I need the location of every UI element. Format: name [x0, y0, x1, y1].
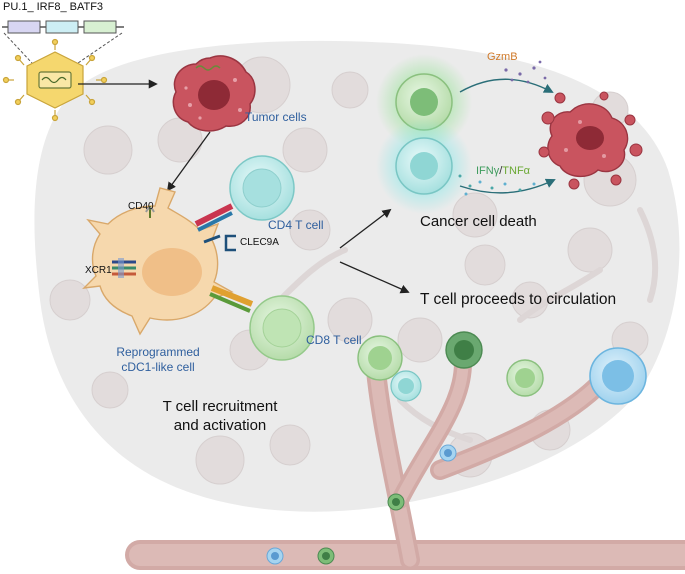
recruitment-label: T cell recruitment and activation [140, 397, 300, 435]
circulating-cells [266, 331, 647, 565]
effector-cd4-cell [376, 118, 472, 214]
gzmb-label: GzmB [487, 51, 518, 63]
dc-label: Reprogrammed cDC1-like cell [103, 345, 213, 375]
tnf-label: TNFα [502, 165, 531, 177]
gene-construct [2, 20, 124, 64]
clec9a-label: CLEC9A [240, 237, 279, 248]
xcr1-label: XCR1 [85, 265, 112, 276]
dendritic-cell [82, 187, 254, 336]
blood-vessels [125, 341, 685, 570]
granzyme-dots [504, 60, 547, 84]
cd8-t-cell-label: CD8 T cell [306, 333, 362, 347]
cytokine-dots [458, 174, 536, 196]
ifn-label: IFNγ [476, 165, 500, 177]
tumor-cell [172, 55, 256, 132]
recruitment-label-line2: and activation [173, 417, 267, 434]
virus-vector [2, 38, 108, 122]
recruitment-label-line1: T cell recruitment [162, 398, 278, 415]
dying-tumor-cell [538, 91, 643, 190]
fibroblasts [277, 207, 659, 443]
cd8-t-cell [249, 295, 315, 361]
cd4-t-cell-label: CD4 T cell [268, 218, 324, 232]
tumor-cells-label: Tumor cells [245, 110, 307, 124]
cancer-cell-death-label: Cancer cell death [420, 213, 537, 230]
cytokine-slash: / [499, 165, 503, 177]
dc-label-line2: cDC1-like cell [121, 360, 195, 374]
arrows [78, 79, 410, 294]
cd40-label: CD40 [128, 201, 154, 212]
cytokine-label: IFNγ/TNFα [476, 165, 530, 177]
circulation-label: T cell proceeds to circulation [420, 291, 617, 308]
cd4-t-cell [229, 155, 295, 221]
effector-arrows [459, 78, 556, 194]
gene-construct-label: PU.1_ IRF8_ BATF3 [3, 1, 104, 13]
dc-label-line1: Reprogrammed [116, 345, 200, 359]
